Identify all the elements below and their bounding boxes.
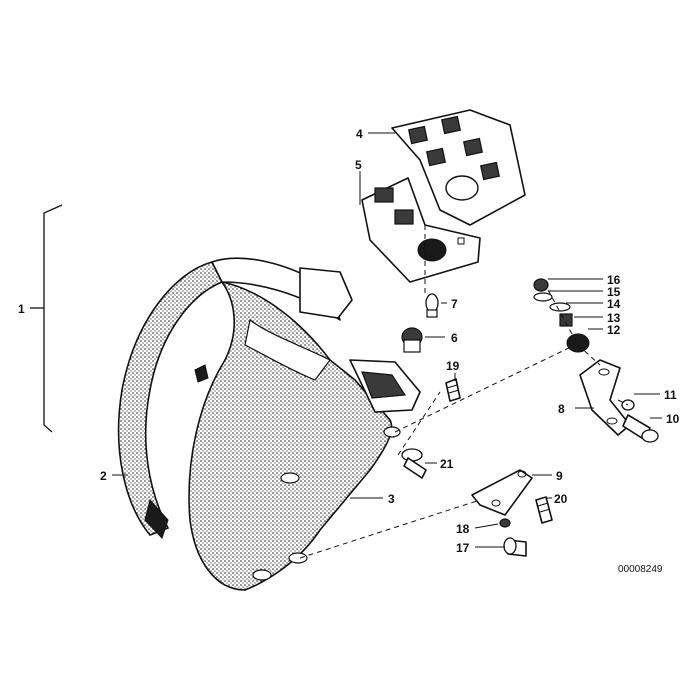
label-17: 17 <box>456 541 470 555</box>
label-21: 21 <box>440 457 454 471</box>
label-20: 20 <box>554 492 568 506</box>
label-7: 7 <box>451 297 458 311</box>
part-8-bracket <box>579 359 631 436</box>
label-18: 18 <box>456 522 470 536</box>
part-labels: 1 2 3 4 5 6 7 8 9 10 11 12 13 14 15 16 1… <box>18 127 680 575</box>
part-10-11-bolt <box>621 399 659 443</box>
part-6-socket <box>401 327 423 353</box>
label-11: 11 <box>664 388 677 402</box>
label-16: 16 <box>607 273 621 287</box>
assembly-bracket <box>30 204 63 433</box>
label-2: 2 <box>100 469 107 483</box>
label-13: 13 <box>607 311 621 325</box>
label-12: 12 <box>607 323 621 337</box>
part-21-bolt <box>401 448 427 479</box>
label-14: 14 <box>607 297 621 311</box>
part-3-front-shell <box>188 267 421 591</box>
leader-lines <box>112 132 662 548</box>
label-6: 6 <box>451 331 458 345</box>
label-1: 1 <box>18 302 25 316</box>
part-20-screw <box>535 496 553 524</box>
label-15: 15 <box>607 285 621 299</box>
assembly-lines <box>299 225 629 559</box>
part-17-18-bolt <box>499 518 527 557</box>
parts-12-16-hardware <box>533 278 590 353</box>
part-9-small-bracket <box>471 469 533 516</box>
part-19-screw <box>445 378 461 402</box>
part-4-cover <box>391 109 526 226</box>
label-10: 10 <box>666 412 680 426</box>
part-7-bulb <box>425 293 439 318</box>
label-8: 8 <box>558 402 565 416</box>
label-5: 5 <box>355 158 362 172</box>
label-19: 19 <box>446 359 460 373</box>
label-9: 9 <box>556 469 563 483</box>
label-4: 4 <box>356 127 363 141</box>
part-2-rear-shell <box>117 257 341 539</box>
diagram-code: 00008249 <box>618 564 663 575</box>
label-3: 3 <box>388 492 395 506</box>
